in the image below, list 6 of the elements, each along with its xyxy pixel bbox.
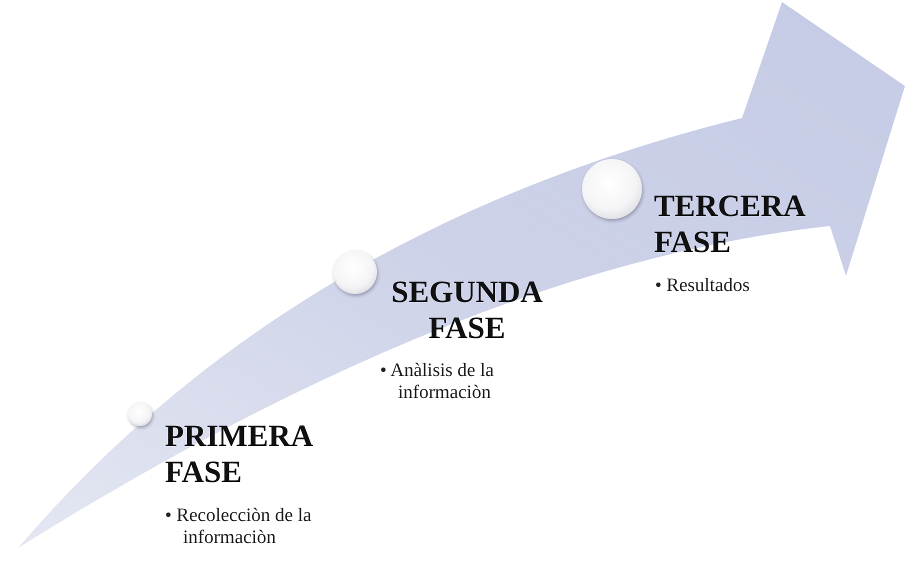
phase-heading: TERCERA FASE	[654, 188, 806, 260]
phase-description: • Resultados	[655, 275, 751, 297]
phase-heading: SEGUNDA FASE	[390, 274, 544, 346]
phase-heading: PRIMERA FASE	[165, 418, 313, 490]
phase-description: • Recolecciòn de la informaciòn	[165, 505, 312, 549]
phase-description: • Anàlisis de la informaciòn	[380, 360, 495, 404]
